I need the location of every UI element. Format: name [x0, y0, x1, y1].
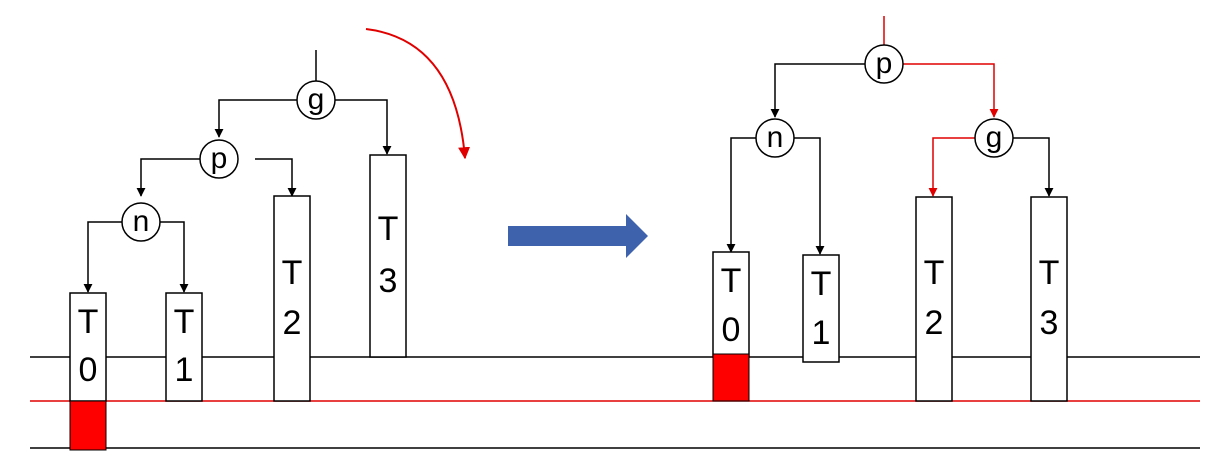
subtree-index: 0: [722, 311, 741, 349]
node-n: n: [755, 118, 795, 158]
height-block: [712, 353, 750, 402]
edge-p-n: [770, 63, 866, 118]
subtree-index: 3: [379, 262, 398, 300]
node-g: g: [974, 118, 1014, 158]
subtree-letter: T: [282, 254, 303, 292]
edge-p-g: [902, 63, 999, 118]
subtree-t2: T 2: [915, 196, 953, 402]
edge-g-t2: [928, 137, 976, 197]
subtree-letter: T: [811, 265, 832, 303]
edge-p-n: [136, 158, 201, 197]
subtree-letter: T: [78, 303, 99, 341]
node-g: g: [296, 80, 336, 120]
node-p: p: [864, 44, 904, 84]
subtree-index: 2: [283, 304, 302, 342]
subtree-t1: T 1: [802, 254, 840, 363]
node-p: p: [199, 139, 239, 179]
subtree-index: 3: [1040, 304, 1059, 342]
before-tree: g p n T 0 T 1 T 2 T 3: [69, 28, 471, 451]
edge-g-t3: [334, 99, 392, 155]
node-label: p: [876, 47, 893, 80]
subtree-t3: T 3: [1030, 196, 1068, 402]
subtree-t2: T 2: [273, 195, 311, 402]
edge-n-t0: [726, 137, 757, 253]
after-tree: p n g T 0 T 1 T 2 T 3: [712, 16, 1068, 402]
subtree-index: 2: [925, 304, 944, 342]
subtree-letter: T: [924, 254, 945, 292]
height-block: [69, 400, 107, 451]
subtree-index: 1: [175, 351, 194, 389]
subtree-letter: T: [721, 262, 742, 300]
subtree-t3: T 3: [369, 154, 407, 358]
right-arrow-icon: [508, 214, 648, 258]
edge-g-p: [214, 99, 298, 138]
subtree-index: 0: [79, 351, 98, 389]
edge-g-t3: [1012, 137, 1054, 197]
node-label: n: [133, 205, 150, 238]
node-label: g: [986, 121, 1003, 154]
subtree-t0: T 0: [69, 292, 107, 402]
subtree-t0: T 0: [712, 251, 750, 358]
edge-n-t0: [83, 221, 123, 293]
subtree-t1: T 1: [165, 292, 203, 402]
subtree-letter: T: [1039, 254, 1060, 292]
node-label: n: [767, 121, 784, 154]
node-label: g: [308, 83, 325, 116]
subtree-letter: T: [174, 303, 195, 341]
edge-p-t2: [255, 158, 297, 197]
node-label: p: [211, 142, 228, 175]
clockwise-rotation-arrow-icon: [365, 28, 471, 160]
edge-n-t1: [793, 137, 825, 255]
subtree-letter: T: [378, 210, 399, 248]
node-n: n: [121, 202, 161, 242]
subtree-index: 1: [812, 314, 831, 352]
edge-n-t1: [160, 221, 189, 293]
